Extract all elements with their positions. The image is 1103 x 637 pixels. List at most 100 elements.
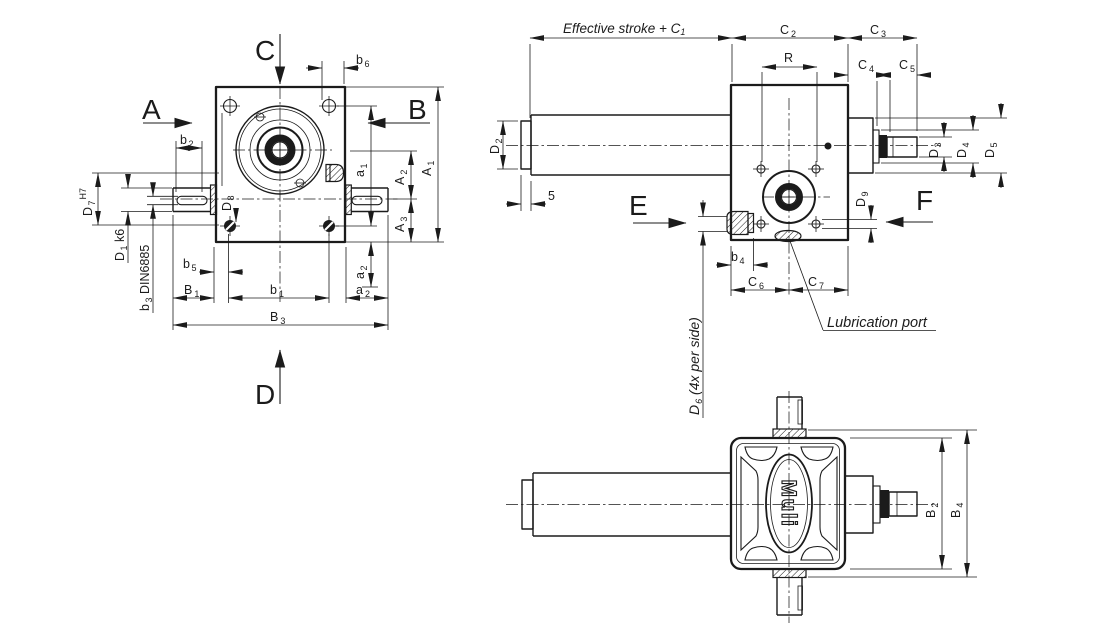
dim-a2-vertical: a2 xyxy=(345,241,444,288)
screw-end-right-bottom xyxy=(844,475,918,534)
dim-d8: D8 xyxy=(220,195,239,223)
dim-D6: D6 (4x per side) xyxy=(686,200,727,418)
cylinder-tube-bottom xyxy=(521,472,731,537)
dim-A3: A3 xyxy=(393,198,414,243)
dim-label-a1: a1 xyxy=(353,164,369,177)
dim-label-D4: D4 xyxy=(955,142,971,158)
dim-R: R xyxy=(761,51,818,162)
section-letter-B: B xyxy=(408,94,427,125)
dim-label-B4: B4 xyxy=(949,503,965,518)
shaft-collar xyxy=(209,184,218,216)
section-arrow-F: F xyxy=(885,185,933,228)
dim-label-R: R xyxy=(784,51,793,65)
section-arrow-A: A xyxy=(142,94,193,129)
section-letter-E: E xyxy=(629,190,648,221)
dim-label-D9: D9 xyxy=(854,191,870,207)
shaft-collar xyxy=(772,568,807,579)
cylinder-tube xyxy=(520,114,731,176)
dim-b3: b3 DIN6885 xyxy=(138,182,178,313)
rib-pad xyxy=(744,545,778,561)
rib-pad xyxy=(740,455,759,552)
shaft-bottom xyxy=(772,568,807,616)
input-shaft-right xyxy=(345,184,389,216)
section-arrow-C: C xyxy=(255,34,286,85)
grease-nipple-front xyxy=(325,163,345,183)
dim-label-a2v: a2 xyxy=(353,266,369,279)
dim-A1: A1 xyxy=(345,86,444,243)
dim-label-D6: D6 (4x per side) xyxy=(686,317,704,415)
input-shaft-left xyxy=(172,184,218,216)
dim-label-D2: D2 xyxy=(488,138,504,154)
lubrication-port-label: Lubrication port xyxy=(827,315,928,331)
pin-dot xyxy=(824,142,832,150)
keyway xyxy=(351,195,383,206)
dim-B2: B2 xyxy=(850,437,952,570)
dim-D4: D4 xyxy=(881,115,979,178)
tube-end-cap xyxy=(520,120,532,170)
keyway xyxy=(797,399,803,425)
dim-label-B2: B2 xyxy=(924,503,940,518)
dim-cap5: 5 xyxy=(506,175,555,211)
mounting-holes-front xyxy=(220,96,339,236)
dim-label-b3: b3 DIN6885 xyxy=(138,245,154,311)
shaft-top xyxy=(772,396,807,439)
dim-label-5: 5 xyxy=(548,189,555,203)
screw-end-right xyxy=(847,117,918,174)
brand-logo: Muli xyxy=(777,480,800,528)
section-letter-D: D xyxy=(255,379,275,410)
shaft-collar xyxy=(345,184,352,216)
side-mounting-holes xyxy=(753,142,832,232)
section-letter-F: F xyxy=(916,185,933,216)
dim-label-d1: D1 k6 xyxy=(113,229,129,261)
dim-a1: a1 xyxy=(336,105,377,227)
side-screw xyxy=(726,210,755,236)
section-letter-C: C xyxy=(255,35,275,66)
dim-d1: D1 k6 xyxy=(113,174,172,263)
shaft-collar xyxy=(772,428,807,439)
rib-pad xyxy=(744,446,778,462)
rib-pad xyxy=(819,455,838,552)
dim-label-d8: D8 xyxy=(220,195,236,211)
section-arrow-E: E xyxy=(629,190,687,229)
worm-shaft-boss-side xyxy=(762,170,816,224)
keyway xyxy=(176,195,208,206)
keyway xyxy=(797,585,803,611)
section-letter-A: A xyxy=(142,94,161,125)
section-arrow-B: B xyxy=(367,94,430,129)
bottom-view: Muli B2 xyxy=(506,391,977,623)
dim-d7: D7H7 xyxy=(78,172,219,226)
dim-label-d7: D7H7 xyxy=(78,188,97,216)
dim-D5: D5 xyxy=(875,103,1007,188)
gearbox-housing-front xyxy=(214,85,347,244)
dim-label-D3: D3 xyxy=(927,142,943,158)
dim-B4: B4 xyxy=(808,429,977,578)
dim-D2: D2 xyxy=(488,120,518,170)
dim-label-stroke: Effective stroke + C1 xyxy=(563,21,685,37)
dim-label-A3: A3 xyxy=(393,217,409,232)
